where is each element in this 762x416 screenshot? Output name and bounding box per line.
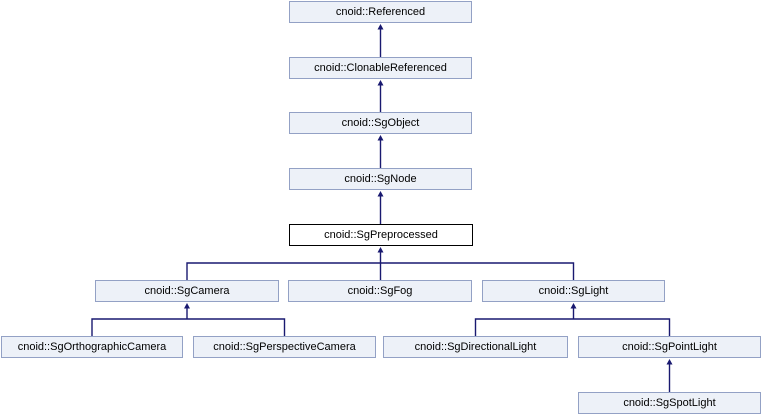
arrowhead-sgcamera (184, 303, 190, 309)
arrowhead-referenced (377, 24, 384, 30)
node-cnoid-sg-object[interactable]: cnoid::SgObject (289, 112, 472, 134)
node-cnoid-sg-camera[interactable]: cnoid::SgCamera (95, 280, 279, 302)
node-cnoid-clonable-referenced[interactable]: cnoid::ClonableReferenced (289, 57, 472, 79)
arrowhead-clonablereferenced (377, 80, 384, 86)
node-cnoid-sg-node[interactable]: cnoid::SgNode (289, 168, 472, 190)
node-cnoid-sg-orthographic-camera[interactable]: cnoid::SgOrthographicCamera (1, 336, 183, 358)
node-cnoid-sg-spot-light[interactable]: cnoid::SgSpotLight (578, 392, 761, 414)
node-cnoid-sg-perspective-camera[interactable]: cnoid::SgPerspectiveCamera (193, 336, 376, 358)
arrowhead-sgobject (377, 135, 384, 141)
arrowhead-sglight (570, 303, 577, 309)
edge-rail-sglight-children (474, 318, 671, 336)
node-cnoid-sg-preprocessed: cnoid::SgPreprocessed (289, 224, 473, 246)
node-cnoid-sg-fog[interactable]: cnoid::SgFog (288, 280, 472, 302)
node-cnoid-referenced[interactable]: cnoid::Referenced (289, 1, 472, 23)
node-cnoid-sg-light[interactable]: cnoid::SgLight (482, 280, 665, 302)
edge-rail-sgcamera-children (91, 318, 286, 336)
arrowhead-sgpointlight (666, 359, 673, 365)
node-cnoid-sg-point-light[interactable]: cnoid::SgPointLight (578, 336, 761, 358)
node-cnoid-sg-directional-light[interactable]: cnoid::SgDirectionalLight (383, 336, 568, 358)
arrowhead-sgnode (377, 191, 384, 197)
arrowhead-sgpreprocessed (377, 247, 384, 253)
